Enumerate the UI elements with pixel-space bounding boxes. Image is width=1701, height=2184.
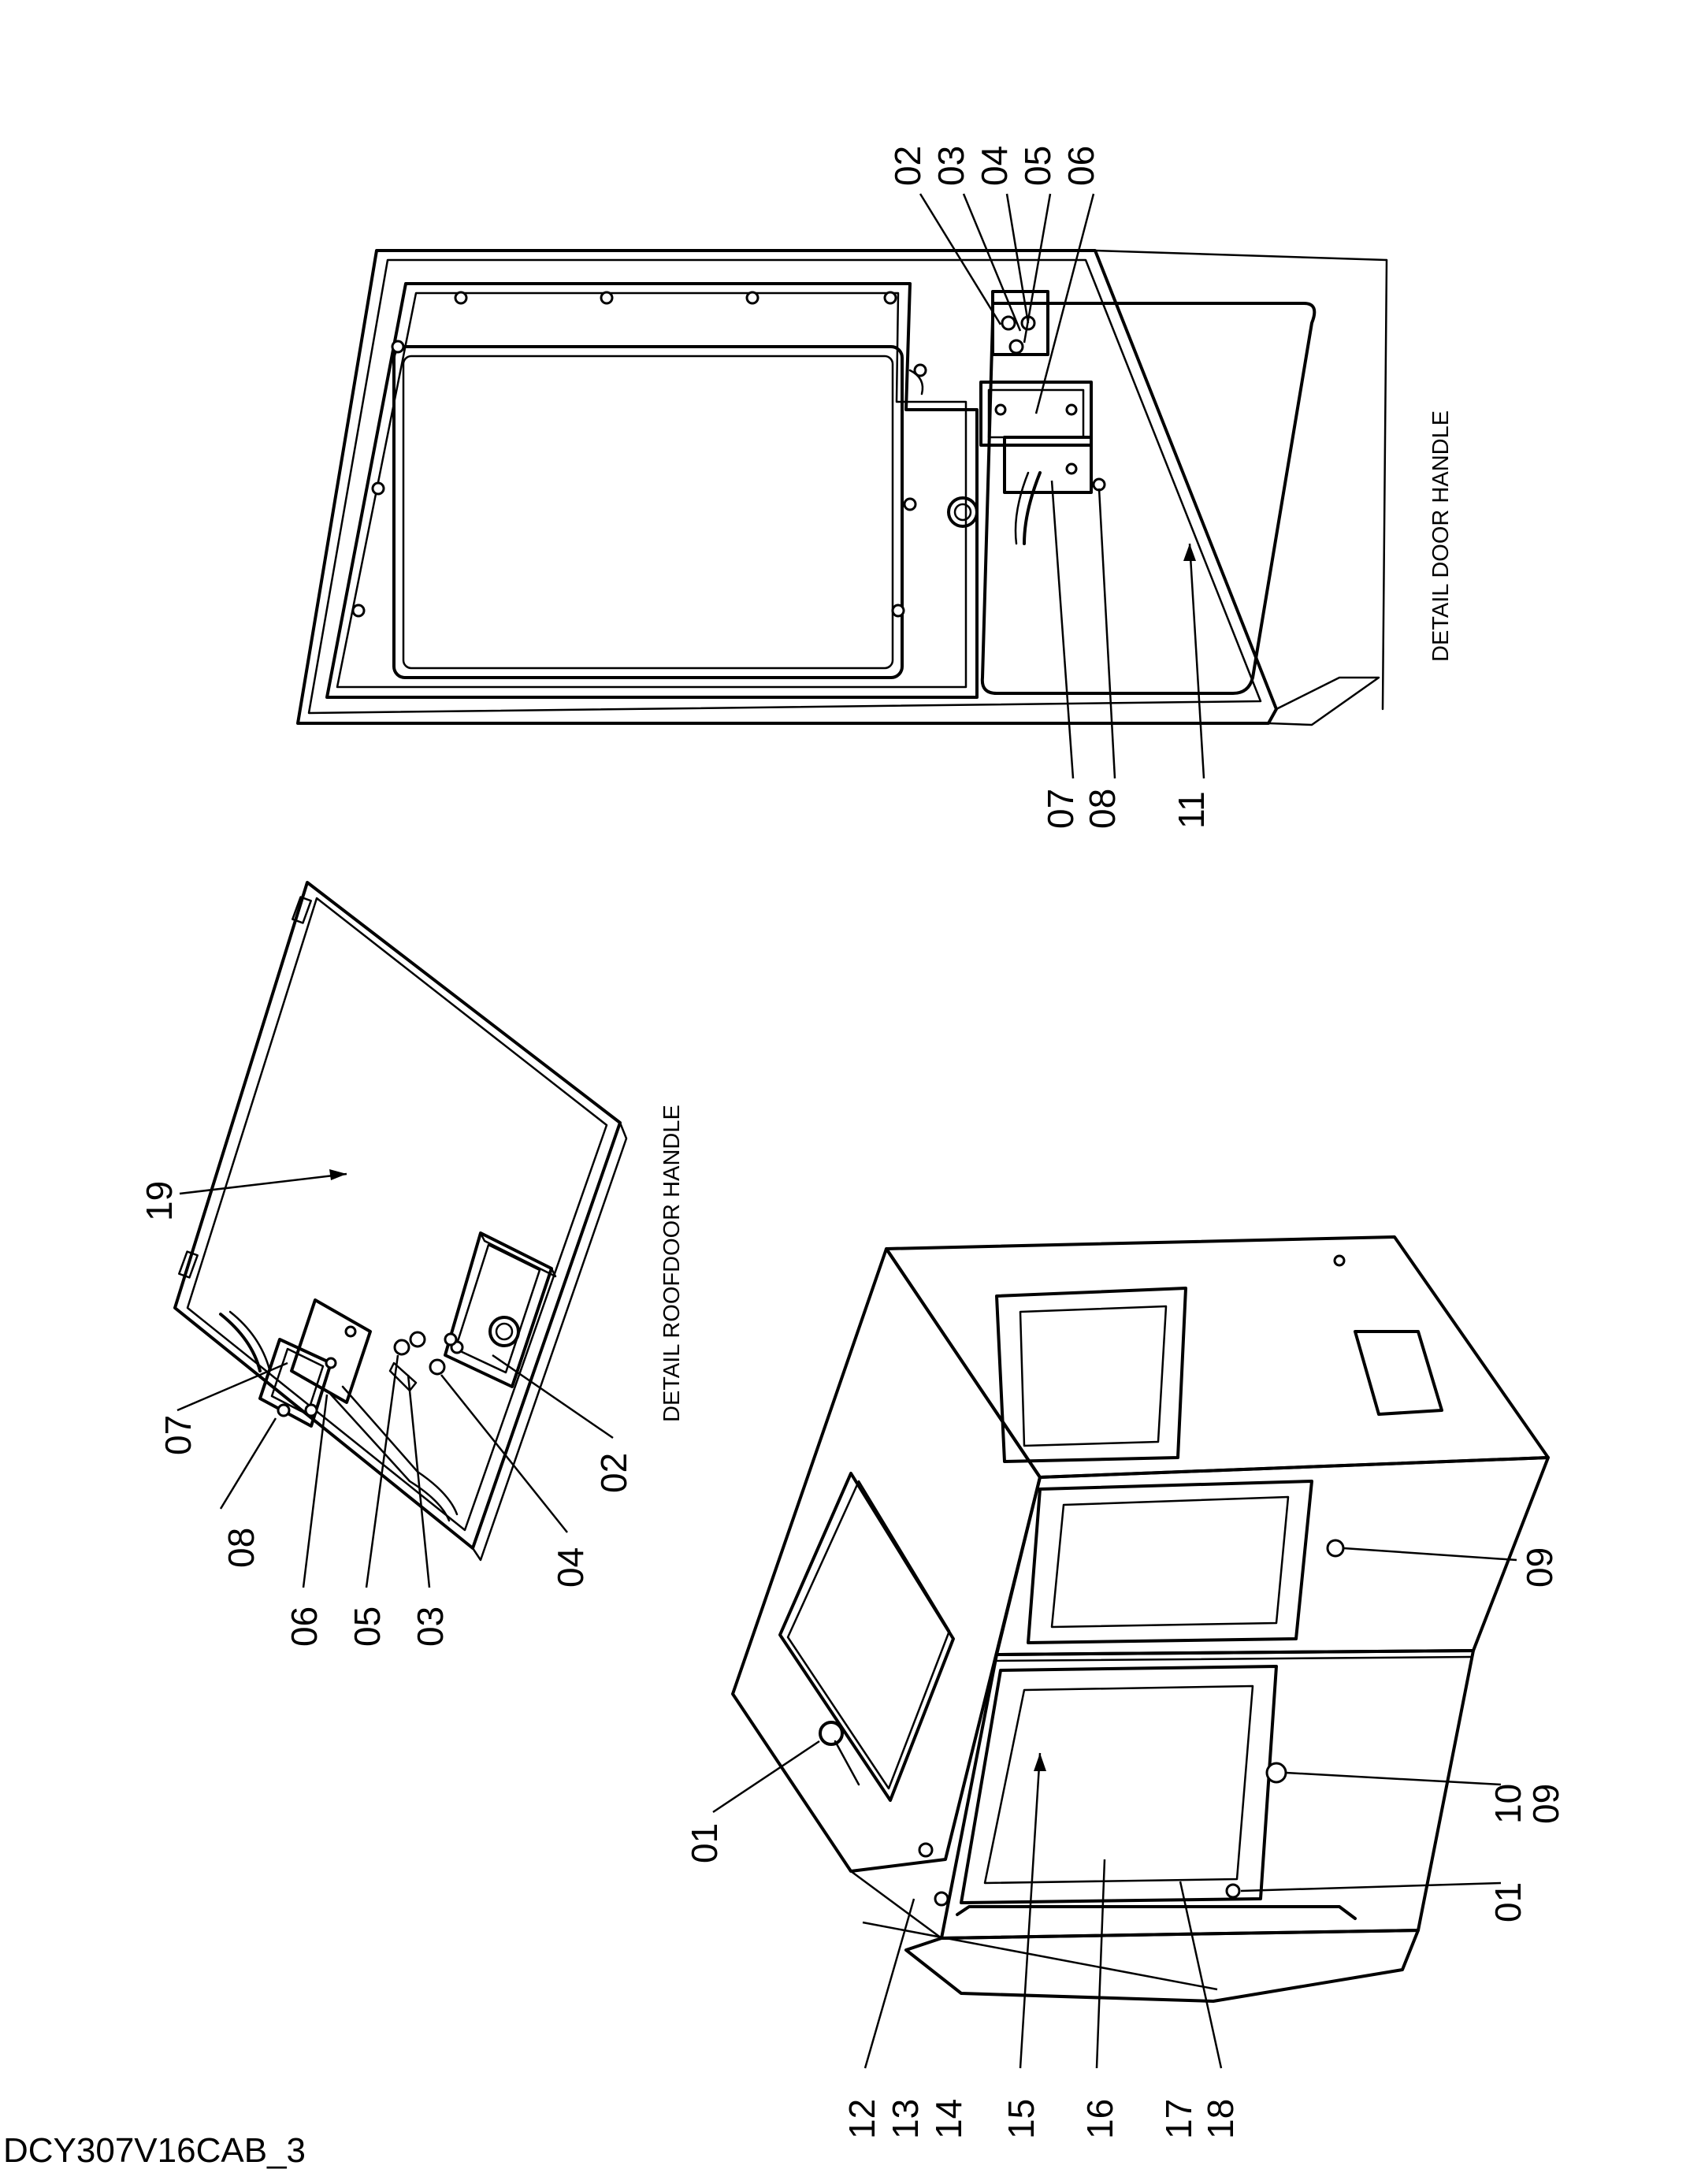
cab-callout-18: 18 (1200, 2099, 1241, 2139)
door-window-main (960, 1665, 1278, 1904)
roofdoor-handle-view: 19 07 08 06 05 03 04 02 DETAIL ROOFDOOR … (139, 881, 685, 1647)
roofdoor-callout-03: 03 (410, 1606, 451, 1647)
door-lock-cylinder (947, 496, 979, 528)
door-latch-01 (1225, 1883, 1241, 1899)
cab-callout-09-lower: 09 (1525, 1784, 1566, 1824)
roofdoor-callout-05: 05 (347, 1606, 388, 1647)
cab-callout-14: 14 (928, 2099, 969, 2139)
side-window-upper (995, 1287, 1187, 1463)
latch-09-upper (1326, 1539, 1345, 1558)
door-callout-02: 02 (887, 146, 928, 186)
door-outer-frame (296, 249, 1278, 725)
roofdoor-callout-07: 07 (158, 1415, 199, 1455)
cab-callout-09-upper: 09 (1519, 1547, 1560, 1588)
cab-callout-12: 12 (841, 2099, 882, 2139)
grab-rail (956, 1905, 1357, 1920)
roofdoor-handle-lever (219, 1313, 262, 1372)
door-callout-08: 08 (1082, 789, 1123, 829)
door-handle-view: 02 03 04 05 06 07 08 11 DETAIL DOOR HAND… (296, 146, 1454, 829)
roofdoor-callout-08: 08 (221, 1528, 262, 1568)
roofdoor-callout-06: 06 (284, 1606, 325, 1647)
cab-callout-01-left: 01 (684, 1823, 725, 1863)
door-callout-06: 06 (1060, 146, 1101, 186)
door-callout-07: 07 (1040, 789, 1081, 829)
cab-base (904, 1929, 1420, 2003)
roofdoor-latch-plate (444, 1231, 557, 1388)
roofdoor-handle-caption: DETAIL ROOFDOOR HANDLE (659, 1105, 685, 1422)
door-handle-caption: DETAIL DOOR HANDLE (1428, 410, 1454, 662)
cab-callout-13: 13 (885, 2099, 926, 2139)
door-lower-panel (980, 302, 1317, 695)
door-frame-bolts (351, 291, 927, 618)
door-callout-05: 05 (1017, 146, 1058, 186)
roofdoor-handle (219, 1298, 459, 1522)
cab-callout-16: 16 (1079, 2099, 1120, 2139)
door-inner-frame (325, 282, 979, 699)
door-handle-lever (1023, 471, 1042, 545)
roofdoor-callout-04: 04 (550, 1547, 591, 1588)
door-latch-mechanism (908, 290, 1106, 545)
roofdoor-callout-02: 02 (593, 1453, 634, 1493)
door-window (392, 345, 904, 679)
document-id: DCY307V16CAB_3 (3, 2131, 306, 2170)
cab-roof-side (731, 1247, 1042, 1873)
roofdoor-callout-19: 19 (139, 1181, 180, 1221)
roofdoor-bolt (393, 1339, 410, 1356)
cab-front-lower (940, 1649, 1475, 1940)
front-window-upper (1027, 1480, 1313, 1644)
latch-09-lower (1265, 1762, 1287, 1784)
cab-roof-top (885, 1235, 1550, 1479)
door-callout-11: 11 (1171, 791, 1212, 829)
side-vent-opening (1354, 1330, 1443, 1416)
cab-callout-01-right: 01 (1487, 1882, 1528, 1922)
cab-callout-17: 17 (1158, 2099, 1199, 2139)
cab-callout-10: 10 (1487, 1784, 1528, 1824)
roof-hatch (778, 1472, 955, 1802)
door-callout-04: 04 (974, 146, 1015, 186)
door-callout-03: 03 (930, 146, 971, 186)
cab-callout-15: 15 (1001, 2099, 1042, 2139)
roof-hatch-knob (819, 1721, 844, 1746)
cab-assembly-view: 01 09 10 09 01 12 13 14 15 16 17 18 (684, 1235, 1566, 2139)
